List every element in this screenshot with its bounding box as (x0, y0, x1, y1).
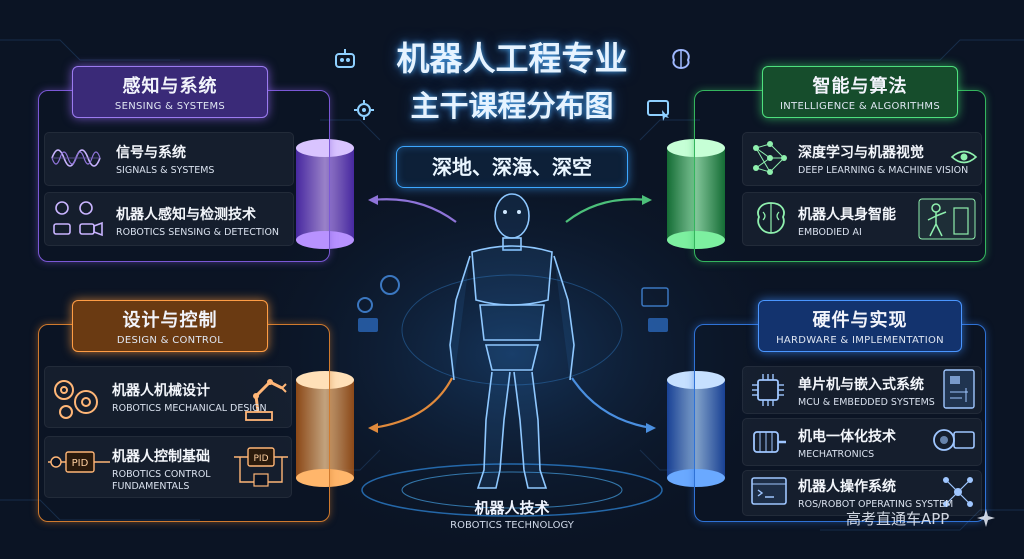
course-sensing-en: ROBOTICS SENSING & DETECTION (116, 227, 280, 238)
page-title-line2: 主干课程分布图 (410, 89, 614, 123)
chip-icon (752, 374, 784, 406)
course-mechanical: 机器人机械设计 ROBOTICS MECHANICAL DESIGN (112, 380, 267, 415)
course-mechatronics: 机电一体化技术 MECHATRONICS (798, 426, 896, 461)
brain-circuit-icon (757, 202, 785, 234)
terminal-window-icon (751, 477, 787, 505)
course-row (44, 192, 294, 246)
course-embodied-en: EMBODIED AI (798, 227, 862, 238)
course-signals-en: SIGNALS & SYSTEMS (116, 165, 215, 176)
actuator-icon (933, 429, 975, 451)
cylinder-blue (667, 371, 725, 487)
course-control-cn: 机器人控制基础 (112, 449, 210, 465)
screen-cursor-icon (647, 100, 669, 121)
ros-nodes-icon (943, 477, 973, 507)
cylinder-orange (296, 371, 354, 487)
course-ros: 机器人操作系统 ROS/ROBOT OPERATING SYSTEM (798, 476, 953, 511)
course-control-en: ROBOTICS CONTROL FUNDAMENTALS (112, 469, 211, 492)
course-ros-en: ROS/ROBOT OPERATING SYSTEM (798, 499, 954, 510)
eye-icon (950, 150, 978, 164)
cylinder-purple (296, 139, 354, 249)
robot-figure (449, 193, 575, 489)
category-design-en: DESIGN & CONTROL (116, 335, 224, 346)
pid-label-2: PID (253, 454, 268, 464)
course-embodied-cn: 机器人具身智能 (798, 207, 896, 223)
course-mechanical-cn: 机器人机械设计 (112, 383, 210, 399)
course-deep-learning-cn: 深度学习与机器视觉 (798, 145, 924, 161)
sparkle-icon (977, 509, 995, 527)
category-hardware-en: HARDWARE & IMPLEMENTATION (776, 335, 944, 346)
gears-icon (54, 380, 98, 419)
category-intelligence-en: INTELLIGENCE & ALGORITHMS (780, 101, 940, 112)
neural-network-icon (753, 141, 787, 175)
pid-diagram-icon: PID (48, 451, 110, 473)
category-sensing-en: SENSING & SYSTEMS (114, 101, 226, 112)
robot-arm-icon (245, 379, 287, 421)
course-mcu-en: MCU & EMBEDDED SYSTEMS (798, 397, 935, 408)
course-deep-learning: 深度学习与机器视觉 DEEP LEARNING & MACHINE VISION (798, 142, 968, 177)
page-title-line1: 机器人工程专业 (396, 39, 628, 78)
motor-icon (753, 431, 786, 453)
category-intelligence: 智能与算法 INTELLIGENCE & ALGORITHMS (762, 66, 958, 118)
sensor-camera-icon (53, 201, 103, 237)
watermark: 高考直通车APP (846, 510, 950, 528)
pid-loop-icon: PID (234, 447, 288, 487)
center-label-en: ROBOTICS TECHNOLOGY (450, 520, 574, 531)
category-intelligence-cn: 智能与算法 (812, 76, 908, 97)
cylinder-green (667, 139, 725, 249)
pid-label: PID (72, 458, 89, 469)
course-mcu-cn: 单片机与嵌入式系统 (798, 377, 924, 393)
course-signals: 信号与系统 SIGNALS & SYSTEMS (116, 142, 214, 177)
course-signals-cn: 信号与系统 (116, 145, 186, 161)
category-design: 设计与控制 DESIGN & CONTROL (72, 300, 268, 352)
course-row (742, 192, 982, 246)
category-design-cn: 设计与控制 (122, 310, 218, 331)
course-embodied: 机器人具身智能 EMBODIED AI (798, 204, 896, 239)
brain-icon (672, 48, 690, 70)
robot-walking-icon (918, 198, 976, 240)
course-sensing: 机器人感知与检测技术 ROBOTICS SENSING & DETECTION (116, 204, 279, 239)
center-label-cn: 机器人技术 (474, 499, 550, 517)
course-mechanical-en: ROBOTICS MECHANICAL DESIGN (112, 403, 267, 414)
gear-icon (354, 100, 374, 120)
category-hardware-cn: 硬件与实现 (812, 310, 908, 331)
robot-head-icon (335, 49, 355, 68)
circuit-board-icon (943, 369, 975, 409)
subtitle-badge: 深地、深海、深空 (396, 146, 628, 188)
course-mechatronics-en: MECHATRONICS (798, 449, 875, 460)
course-mcu: 单片机与嵌入式系统 MCU & EMBEDDED SYSTEMS (798, 374, 935, 409)
category-hardware: 硬件与实现 HARDWARE & IMPLEMENTATION (758, 300, 962, 352)
course-control: 机器人控制基础 ROBOTICS CONTROL FUNDAMENTALS (112, 446, 222, 493)
course-row (44, 436, 292, 498)
course-sensing-cn: 机器人感知与检测技术 (116, 207, 256, 223)
course-mechatronics-cn: 机电一体化技术 (798, 429, 896, 445)
course-ros-cn: 机器人操作系统 (798, 479, 896, 495)
course-deep-learning-en: DEEP LEARNING & MACHINE VISION (798, 165, 969, 176)
category-sensing: 感知与系统 SENSING & SYSTEMS (72, 66, 268, 118)
course-row (44, 366, 292, 428)
course-row (44, 132, 294, 186)
wave-icon (51, 149, 101, 167)
category-sensing-cn: 感知与系统 (122, 76, 218, 97)
